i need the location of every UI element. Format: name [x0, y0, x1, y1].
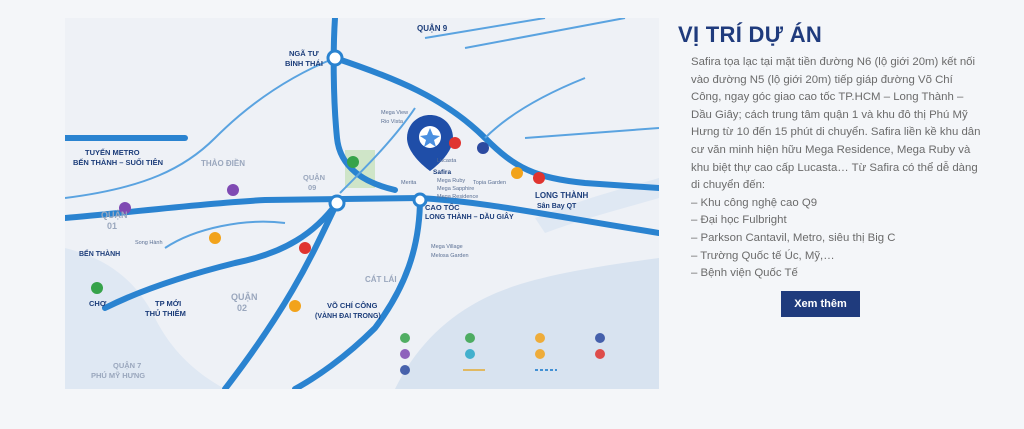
svg-text:NGÃ TƯ: NGÃ TƯ — [289, 49, 319, 58]
svg-text:TUYẾN METRO: TUYẾN METRO — [85, 147, 140, 157]
list-item: Khu công nghệ cao Q9 — [691, 195, 983, 213]
svg-text:BÌNH THÁI: BÌNH THÁI — [285, 59, 323, 68]
svg-text:Sân Bay QT: Sân Bay QT — [537, 203, 577, 210]
svg-text:09: 09 — [308, 183, 316, 192]
svg-text:Mega Sapphire: Mega Sapphire — [437, 186, 474, 192]
svg-text:BẾN THÀNH – SUỐI TIÊN: BẾN THÀNH – SUỐI TIÊN — [73, 157, 163, 167]
svg-text:BẾN THÀNH: BẾN THÀNH — [79, 248, 120, 258]
svg-text:Melosa Garden: Melosa Garden — [431, 253, 469, 259]
svg-text:CAO TỐC: CAO TỐC — [425, 202, 460, 212]
svg-text:Mega Residence: Mega Residence — [437, 194, 478, 200]
list-item: Đại học Fulbright — [691, 212, 983, 230]
svg-text:Mega Village: Mega Village — [431, 244, 463, 250]
svg-text:THẢO ĐIỀN: THẢO ĐIỀN — [201, 158, 245, 168]
svg-text:Safira: Safira — [433, 169, 451, 176]
svg-text:Mega View: Mega View — [381, 110, 408, 116]
list-item: Bệnh viện Quốc Tế — [691, 265, 983, 283]
destination-list: Khu công nghệ cao Q9 Đại học Fulbright P… — [691, 195, 983, 283]
svg-text:(VÀNH ĐAI TRONG): (VÀNH ĐAI TRONG) — [315, 311, 381, 320]
svg-text:Lucasta: Lucasta — [437, 158, 457, 164]
list-item: Trường Quốc tế Úc, Mỹ,… — [691, 248, 983, 266]
svg-text:02: 02 — [237, 303, 247, 313]
section-description: Safira tọa lạc tại mặt tiền đường N6 (lộ… — [691, 56, 981, 192]
location-map: QUẬN 9 NGÃ TƯ BÌNH THÁI TUYẾN METRO BẾN … — [65, 18, 659, 389]
section-title: VỊ TRÍ DỰ ÁN — [678, 22, 823, 47]
svg-text:CHỢ: CHỢ — [89, 299, 107, 308]
svg-text:VÕ CHÍ CÔNG: VÕ CHÍ CÔNG — [327, 301, 378, 310]
svg-text:QUẬN: QUẬN — [101, 209, 128, 220]
list-item: Parkson Cantavil, Metro, siêu thị Big C — [691, 230, 983, 248]
map-label-quan9: QUẬN 9 — [417, 24, 448, 33]
svg-text:Rio Vista: Rio Vista — [381, 119, 404, 125]
svg-text:THỦ THIÊM: THỦ THIÊM — [145, 309, 186, 318]
svg-text:LONG THÀNH: LONG THÀNH — [535, 191, 589, 200]
svg-text:TP MỚI: TP MỚI — [155, 299, 181, 308]
svg-text:QUẬN 7: QUẬN 7 — [113, 361, 141, 370]
svg-text:LONG THÀNH – DẦU GIÂY: LONG THÀNH – DẦU GIÂY — [425, 211, 514, 221]
svg-text:Merita: Merita — [401, 180, 417, 186]
safira-pin-icon — [407, 115, 453, 171]
svg-text:Topia Garden: Topia Garden — [473, 180, 506, 186]
location-section: VỊ TRÍ DỰ ÁN Safira tọa lạc tại mặt tiền… — [678, 22, 983, 283]
svg-text:QUẬN: QUẬN — [303, 173, 325, 182]
see-more-button[interactable]: Xem thêm — [781, 291, 860, 317]
svg-text:Mega Ruby: Mega Ruby — [437, 178, 465, 184]
svg-text:CÁT LÁI: CÁT LÁI — [365, 275, 397, 284]
svg-text:Song Hành: Song Hành — [135, 240, 163, 246]
svg-text:PHÚ MỸ HƯNG: PHÚ MỸ HƯNG — [91, 371, 145, 380]
svg-text:01: 01 — [107, 221, 117, 231]
svg-text:QUẬN: QUẬN — [231, 291, 258, 302]
